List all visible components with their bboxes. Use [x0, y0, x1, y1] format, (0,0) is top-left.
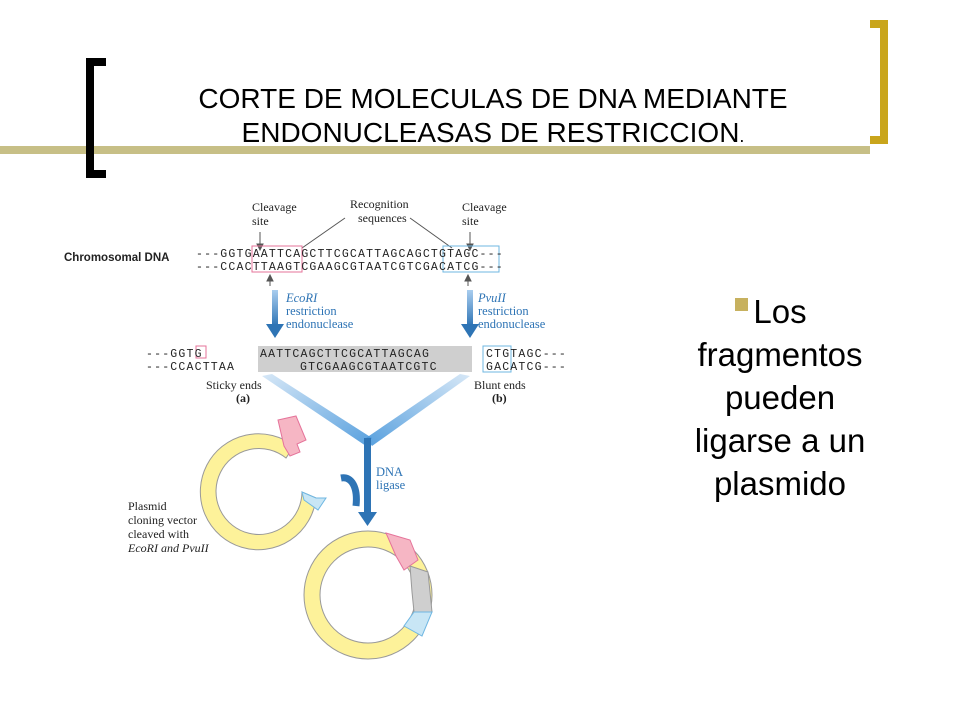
- pvuii-site-box: [442, 245, 500, 273]
- sticky-ends-label: Sticky ends: [206, 378, 262, 392]
- right-fragment-bottom: GACATCG---: [486, 361, 567, 374]
- chromosomal-top-strand: ---GGTGAATTCAGCTTCGCATTAGCAGCTGTAGC---: [196, 248, 504, 261]
- olive-bar: [0, 146, 870, 154]
- right-frag-site-box: [482, 345, 512, 373]
- middle-fragment-shade: [258, 346, 472, 372]
- left-fragment-top: ---GGTG: [146, 348, 203, 361]
- right-fragment-top: CTGTAGC---: [486, 348, 567, 361]
- blunt-ends-sub: (b): [492, 391, 507, 405]
- slide-title: CORTE DE MOLECULAS DE DNA MEDIANTE ENDON…: [128, 82, 858, 153]
- ecori-arrow: [266, 290, 284, 338]
- converging-arrows: [262, 374, 470, 526]
- left-frag-site-box: [195, 345, 207, 359]
- bullet-text: Los fragmentos pueden ligarse a un plasm…: [680, 290, 880, 505]
- right-bracket: [870, 20, 888, 144]
- cut-arrows: [266, 273, 472, 286]
- bullet-line-5: plasmido: [713, 465, 847, 502]
- sticky-ends-sub: (a): [236, 391, 250, 405]
- blunt-ends-label: Blunt ends: [474, 378, 526, 392]
- middle-fragment-bottom: GTCGAAGCGTAATCGTC: [300, 361, 438, 374]
- bullet-line-3: pueden: [724, 379, 836, 416]
- bullet-line-2: fragmentos: [697, 336, 863, 373]
- bullet-line-4: ligarse a un: [694, 422, 866, 459]
- chromosomal-dna-label: Chromosomal DNA: [64, 252, 169, 264]
- chromosomal-bottom-strand: ---CCACTTAAGTCGAAGCGTAATCGTCGACATCG---: [196, 261, 504, 274]
- left-fragment-bottom: ---CCACTTAA: [146, 361, 235, 374]
- pvuii-arrow: [461, 290, 479, 338]
- ecori-site-box: [251, 245, 303, 273]
- title-line-2: ENDONUCLEASAS DE RESTRICCION.: [128, 116, 858, 153]
- middle-fragment-top: AATTCAGCTTCGCATTAGCAG: [260, 348, 430, 361]
- plasmid-insertion-arrow: [340, 474, 360, 507]
- title-line-2-text: ENDONUCLEASAS DE RESTRICCION: [241, 117, 740, 148]
- left-bracket: [86, 58, 106, 178]
- title-line-1: CORTE DE MOLECULAS DE DNA MEDIANTE: [198, 83, 788, 114]
- bullet-line-1: Los: [753, 293, 807, 330]
- recombinant-plasmid: [303, 530, 433, 660]
- bullet-square-icon: [735, 298, 748, 311]
- open-plasmid: [199, 415, 327, 551]
- title-period: .: [739, 126, 745, 146]
